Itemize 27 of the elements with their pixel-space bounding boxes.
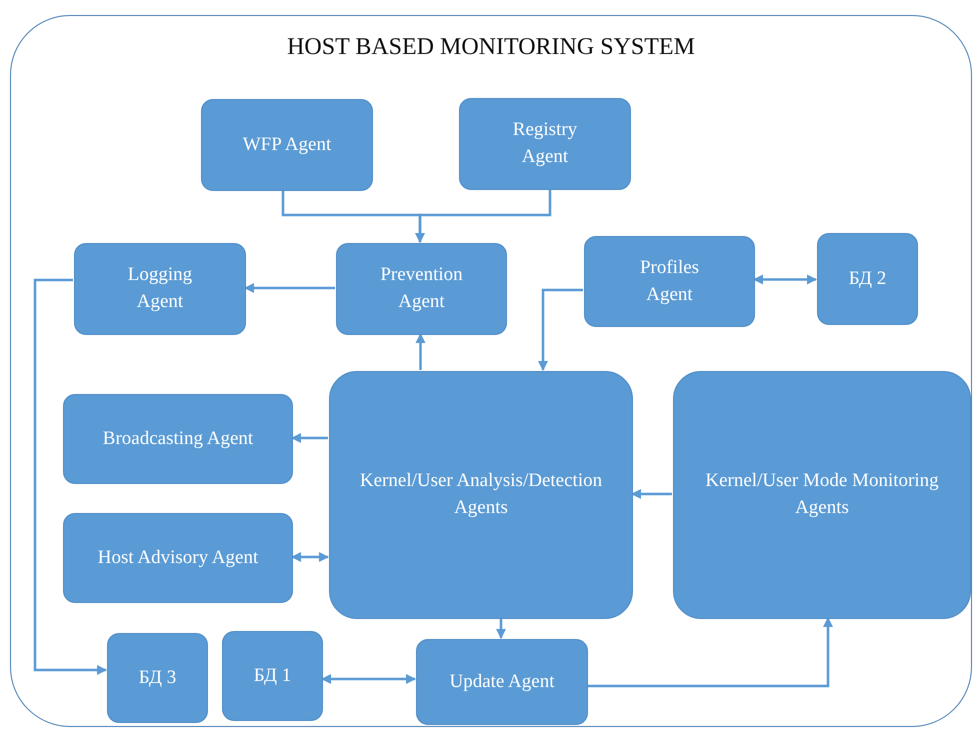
agent-box: Profiles Agent (584, 236, 755, 327)
arrow (416, 333, 426, 370)
boundary-heading: HOST BASED MONITORING SYSTEM (286, 34, 696, 61)
arrow (415, 189, 552, 243)
arrow (631, 489, 672, 499)
agent-box: Host Advisory Agent (63, 513, 293, 603)
arrow (587, 617, 833, 688)
arrow (496, 618, 506, 639)
arrow (538, 288, 583, 371)
agent-box: WFP Agent (201, 99, 373, 191)
agent-box: БД 1 (222, 631, 323, 721)
agent-box: Broadcasting Agent (63, 394, 293, 484)
agent-box: БД 2 (817, 233, 918, 325)
system-boundary (10, 15, 972, 727)
agent-box: Kernel/User Mode Monitoring Agents (673, 371, 971, 619)
agent-box: Kernel/User Analysis/Detection Agents (329, 371, 633, 619)
agent-box: Update Agent (416, 639, 588, 725)
agent-box: Logging Agent (74, 243, 246, 335)
arrow (244, 283, 335, 293)
agent-box: Prevention Agent (336, 243, 507, 335)
arrow (291, 552, 329, 562)
arrow (321, 674, 416, 684)
agent-box: БД 3 (107, 633, 208, 723)
agent-box: Registry Agent (459, 98, 631, 190)
arrow (291, 433, 328, 443)
arrow (753, 274, 817, 284)
arrow (34, 278, 107, 675)
